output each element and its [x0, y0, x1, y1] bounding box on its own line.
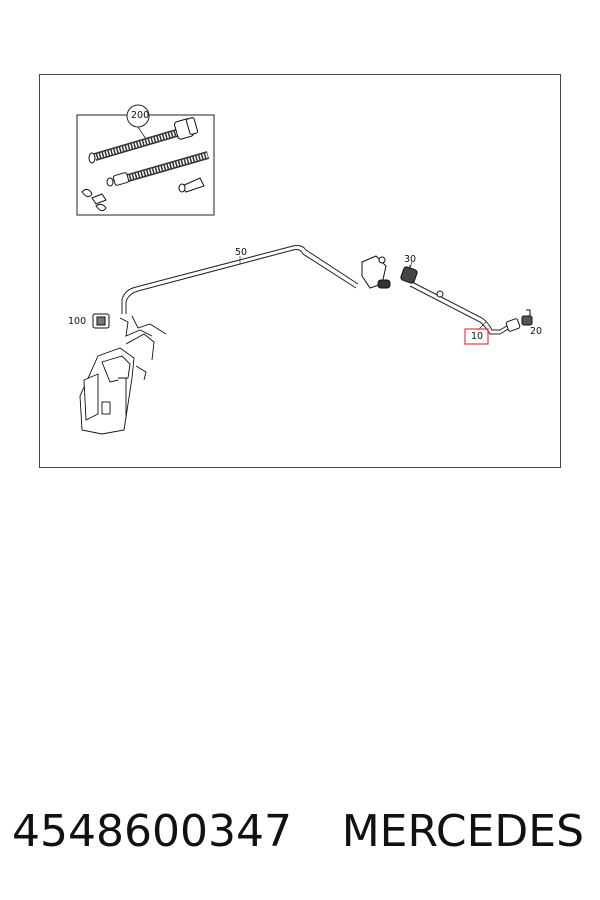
caption-bar: 4548600347 MERCEDES — [0, 796, 600, 866]
leader-30 — [409, 261, 413, 269]
callout-30: 30 — [404, 254, 417, 265]
small-clamp-parts — [81, 177, 205, 212]
brand-name: MERCEDES — [341, 805, 584, 857]
callout-200: 200 — [131, 110, 150, 121]
callout-100: 100 — [68, 316, 87, 327]
corrugated-hose-lower — [106, 151, 210, 187]
corrugated-hose-upper — [88, 117, 199, 164]
washer-reservoir — [79, 315, 167, 435]
nozzle-20 — [505, 309, 533, 332]
diagram-frame — [39, 74, 561, 468]
clip-100 — [92, 313, 110, 329]
washer-pipe-50 — [121, 245, 359, 314]
pipe-bracket-30 — [361, 255, 418, 289]
callout-20: 20 — [530, 326, 543, 337]
callout-50: 50 — [235, 247, 248, 258]
part-number: 4548600347 — [12, 805, 292, 857]
highlight-box-10 — [464, 328, 489, 345]
callout-10: 10 — [471, 331, 484, 342]
washer-pipe-10 — [409, 281, 511, 335]
